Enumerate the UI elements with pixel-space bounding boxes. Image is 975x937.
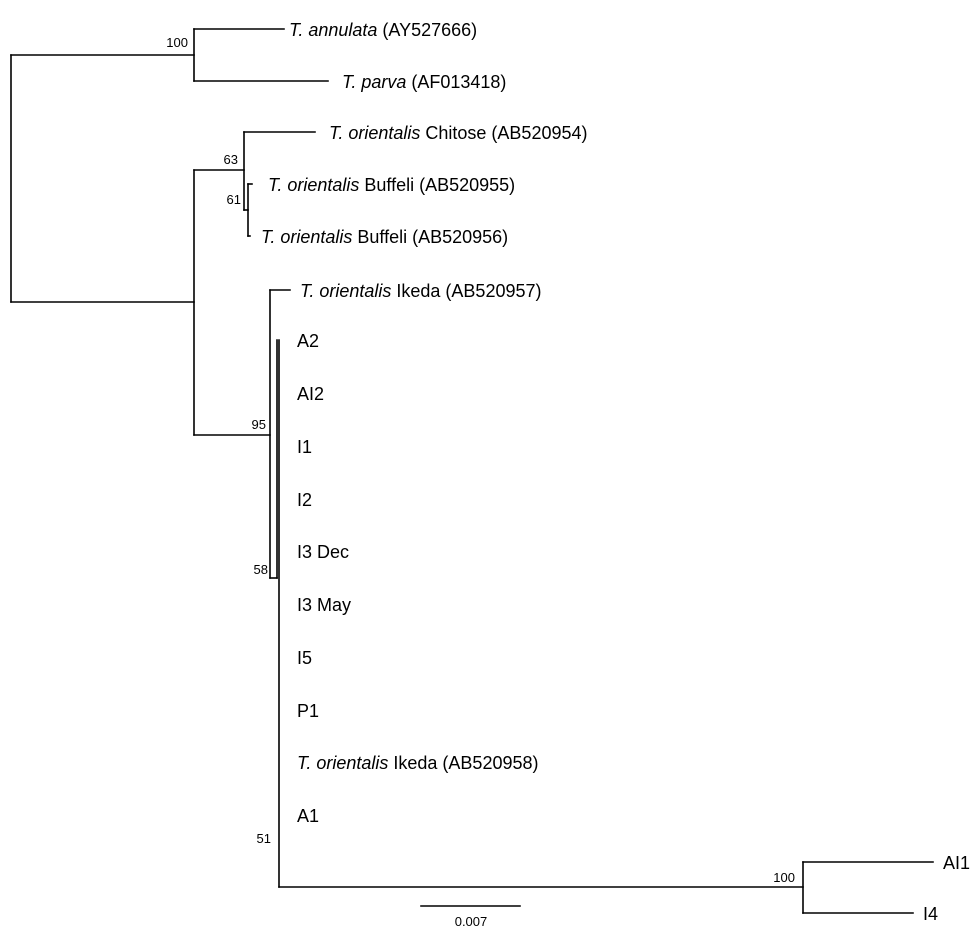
taxon-label-annulata: T. annulata (AY527666) xyxy=(289,20,477,40)
support-value-annulata-parva: 100 xyxy=(166,35,188,50)
taxon-label-I5: I5 xyxy=(297,648,312,668)
support-value-orientalis-group: 63 xyxy=(224,152,238,167)
tip-labels: T. annulata (AY527666) T. parva (AF01341… xyxy=(261,20,970,924)
taxon-label-A2: A2 xyxy=(297,331,319,351)
support-value-isolate-subclade: 51 xyxy=(257,831,271,846)
taxon-label-I3-dec: I3 Dec xyxy=(297,542,349,562)
taxon-label-parva: T. parva (AF013418) xyxy=(342,72,506,92)
taxon-label-P1: P1 xyxy=(297,701,319,721)
support-value-AI1-I4: 100 xyxy=(773,870,795,885)
support-value-ikeda-clade: 95 xyxy=(252,417,266,432)
taxon-label-A1: A1 xyxy=(297,806,319,826)
support-value-buffeli-pair: 61 xyxy=(227,192,241,207)
support-value-isolate-clade: 58 xyxy=(254,562,268,577)
taxon-label-I1: I1 xyxy=(297,437,312,457)
taxon-label-chitose: T. orientalis Chitose (AB520954) xyxy=(329,123,588,143)
taxon-label-I2: I2 xyxy=(297,490,312,510)
taxon-label-buffeli-56: T. orientalis Buffeli (AB520956) xyxy=(261,227,508,247)
support-values: 100 63 61 95 58 51 100 xyxy=(166,35,795,885)
tree-branches xyxy=(10,28,934,914)
taxon-label-ikeda-57: T. orientalis Ikeda (AB520957) xyxy=(300,281,542,301)
taxon-label-buffeli-55: T. orientalis Buffeli (AB520955) xyxy=(268,175,515,195)
scale-bar-label: 0.007 xyxy=(455,914,488,929)
scale-bar: 0.007 xyxy=(420,905,521,929)
taxon-label-AI1: AI1 xyxy=(943,853,970,873)
taxon-label-ikeda-58: T. orientalis Ikeda (AB520958) xyxy=(297,753,539,773)
taxon-label-AI2: AI2 xyxy=(297,384,324,404)
taxon-label-I4: I4 xyxy=(923,904,938,924)
taxon-label-I3-may: I3 May xyxy=(297,595,351,615)
